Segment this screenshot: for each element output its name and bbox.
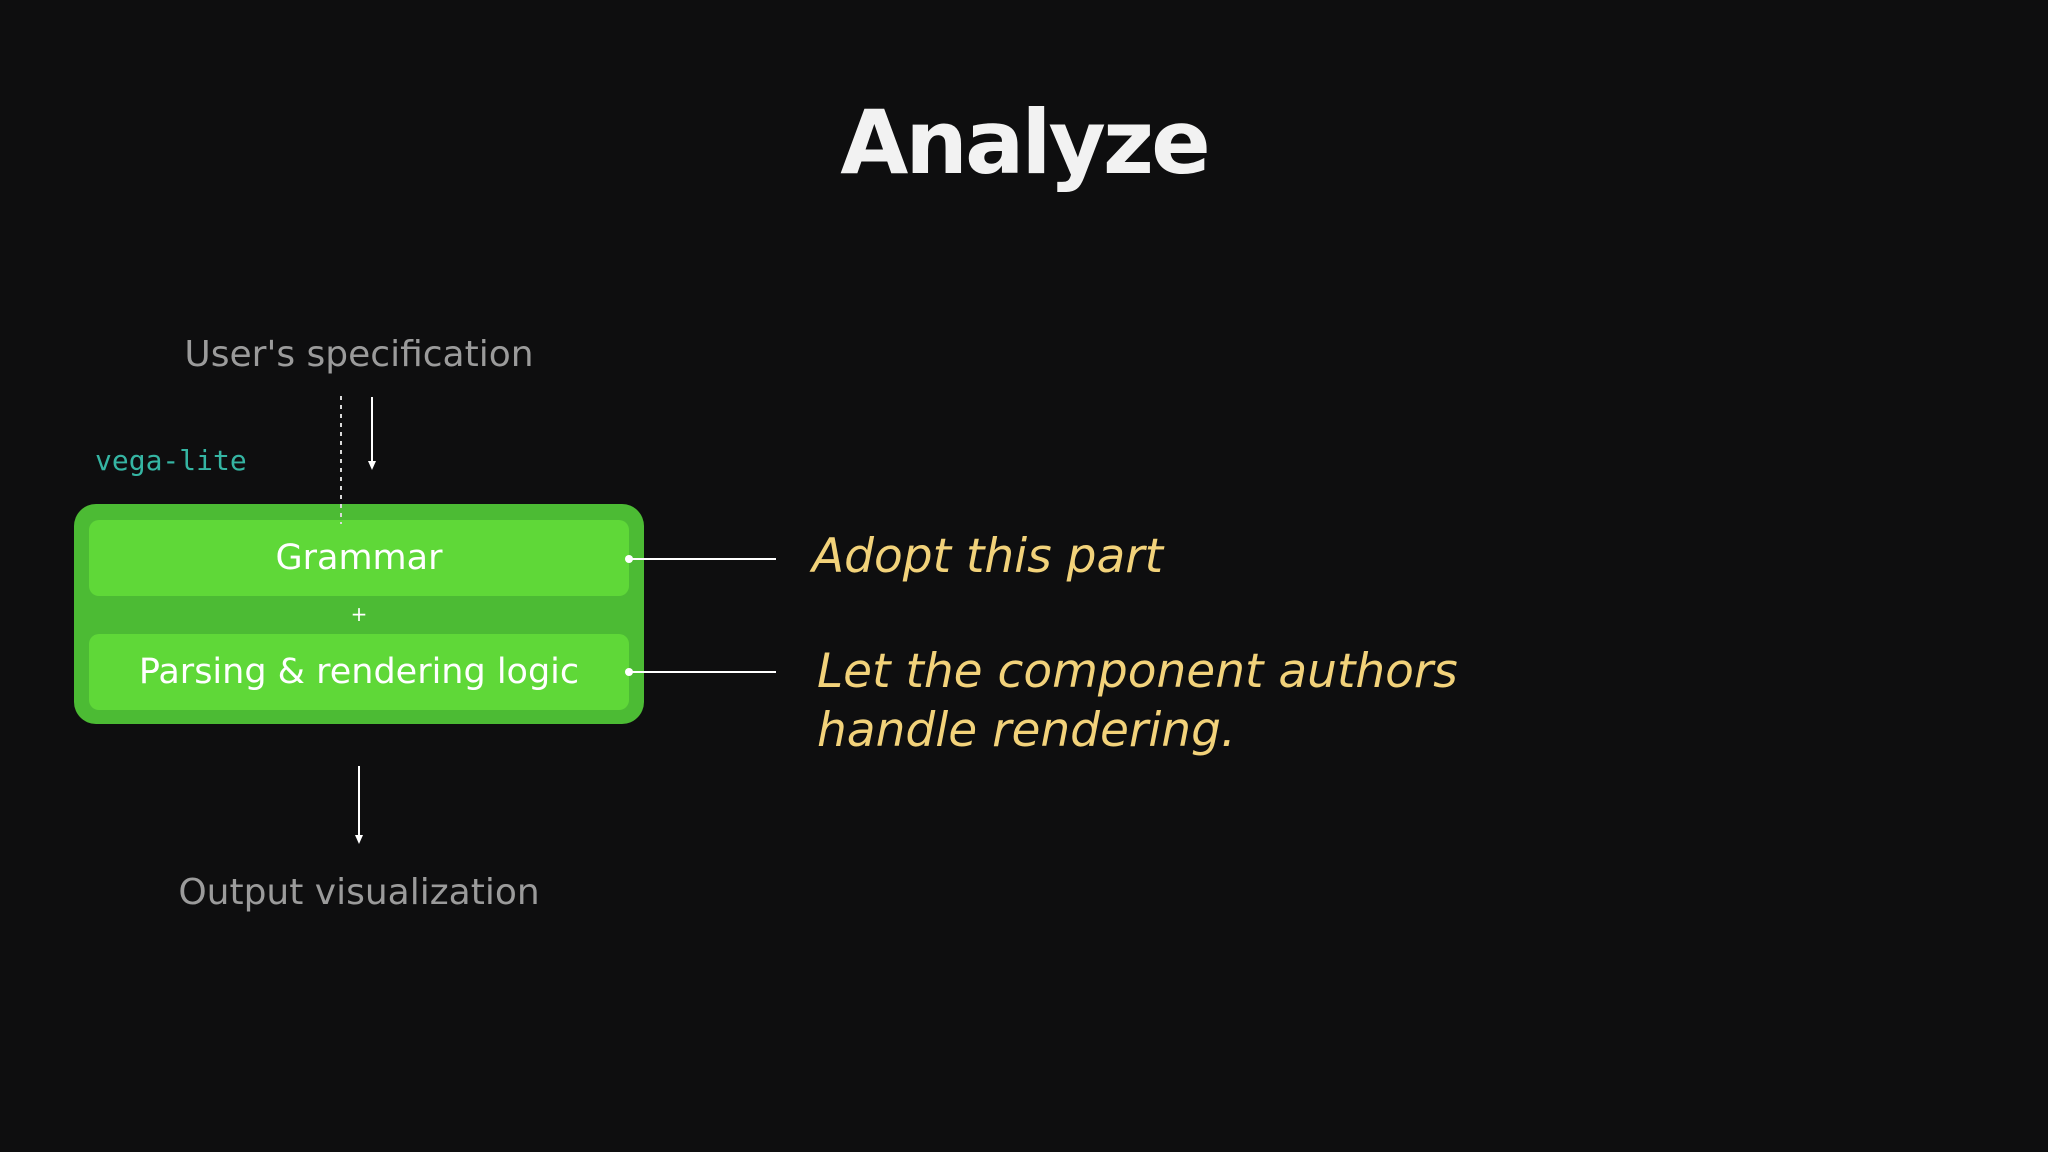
library-label: vega-lite [95, 444, 247, 477]
input-label: User's specification [184, 334, 534, 375]
grammar-label: Grammar [275, 538, 443, 578]
logic-annotation-line2: handle rendering. [817, 703, 1236, 758]
slide-title: Analyze [840, 91, 1211, 194]
logic-annotation-line1: Let the component authors [817, 644, 1458, 699]
logic-box: Parsing & rendering logic [89, 634, 629, 710]
grammar-annotation: Adopt this part [812, 529, 1164, 584]
grammar-box: Grammar [89, 520, 629, 596]
plus-sign: + [350, 602, 368, 626]
logic-label: Parsing & rendering logic [138, 652, 580, 692]
output-label: Output visualization [178, 872, 540, 913]
